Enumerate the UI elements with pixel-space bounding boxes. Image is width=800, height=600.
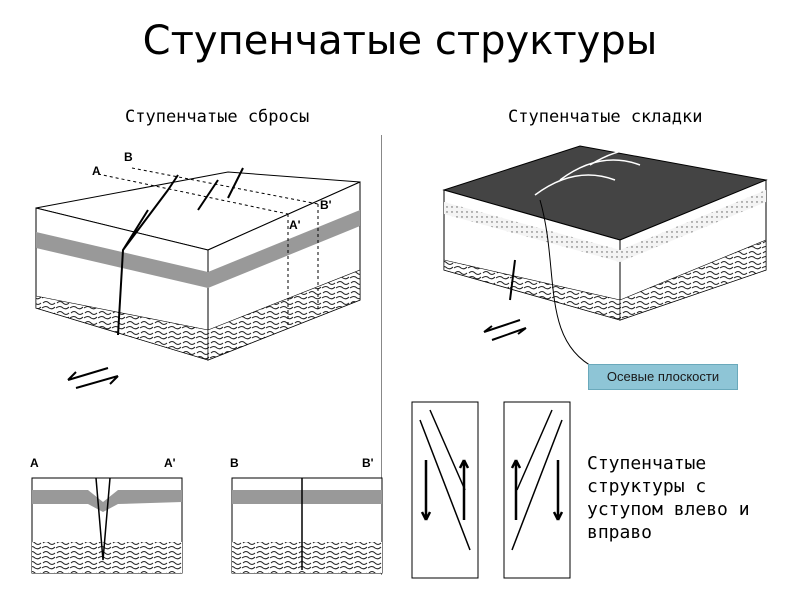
section-A-left: A bbox=[30, 456, 39, 470]
faults-heading: Ступенчатые сбросы bbox=[125, 107, 310, 127]
panel-divider bbox=[381, 135, 382, 575]
label-B-prime: B' bbox=[320, 198, 332, 212]
left-stepping-sketch bbox=[411, 401, 479, 579]
section-B-left: B bbox=[230, 456, 239, 470]
faults-block-diagram bbox=[35, 167, 361, 389]
section-A-right: A' bbox=[164, 456, 176, 470]
label-A-prime: A' bbox=[289, 218, 301, 232]
axial-pointer bbox=[539, 199, 596, 369]
section-B-right: B' bbox=[362, 456, 374, 470]
folds-heading: Ступенчатые складки bbox=[508, 107, 703, 127]
stepping-caption: Ступенчатые структуры с уступом влево и … bbox=[587, 453, 750, 543]
label-A-top: A bbox=[92, 164, 101, 178]
section-A-diagram bbox=[31, 477, 183, 574]
folds-block-diagram bbox=[442, 145, 768, 341]
right-stepping-sketch bbox=[503, 401, 571, 579]
page-title: Ступенчатые структуры bbox=[142, 18, 658, 64]
label-B-top: B bbox=[124, 150, 133, 164]
axial-planes-label: Осевые плоскости bbox=[588, 364, 738, 390]
section-B-diagram bbox=[231, 477, 383, 574]
